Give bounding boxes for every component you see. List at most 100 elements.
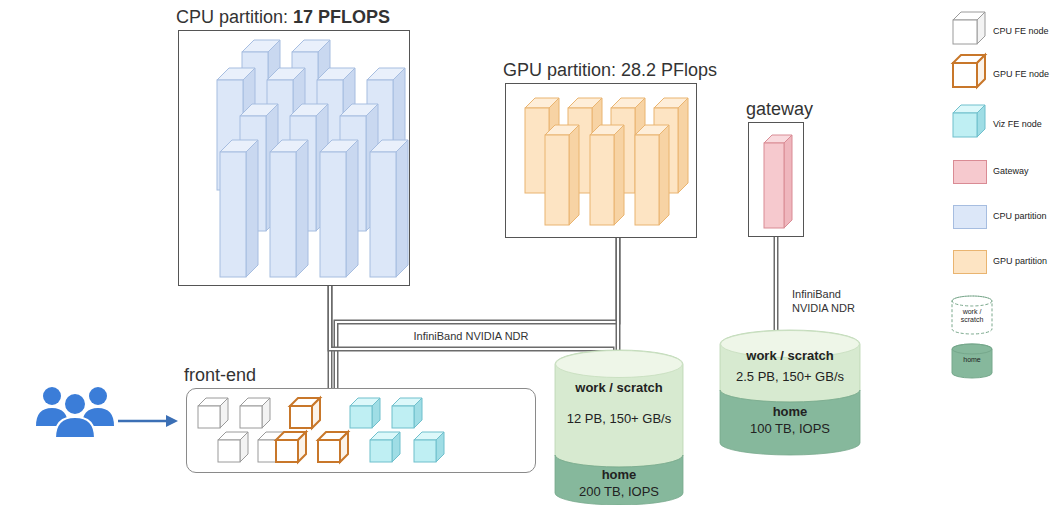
server-rack [220, 140, 258, 277]
cpu-partition: CPU partition:17 PFLOPS [178, 30, 410, 286]
server-rack [350, 398, 380, 428]
partition-title: front-end [184, 365, 256, 386]
legend-text: work / scratch [953, 308, 991, 323]
link-label: InfiniBand NVIDIA NDR [412, 330, 531, 344]
infiniband-link [776, 237, 777, 330]
cylinder-body [555, 455, 683, 505]
partition-title: CPU partition:17 PFLOPS [176, 7, 390, 28]
rack-front [218, 440, 240, 462]
rack-front [392, 406, 414, 428]
link-outer [616, 238, 621, 350]
rack-front [953, 63, 977, 87]
rack-side [977, 105, 985, 137]
rack-side [240, 432, 248, 462]
gateway-box: gateway [748, 122, 804, 237]
server-rack [290, 398, 320, 428]
rack-front [290, 406, 312, 428]
arrow-line [118, 420, 168, 423]
work-storage: work / scratch 12 PB, 150+ GB/s [555, 350, 683, 467]
rack-side [414, 398, 422, 428]
link-inner [330, 286, 612, 350]
title-text: GPU partition: 28.2 PFlops [503, 60, 717, 80]
link-inner [617, 238, 619, 350]
legend-text: GPU partition [993, 256, 1047, 266]
link-outer [330, 286, 612, 350]
server-rack [198, 398, 228, 428]
server-rack [318, 432, 348, 462]
server-rack [218, 432, 248, 462]
title-text: CPU partition: [176, 7, 288, 27]
rack-side [262, 398, 270, 428]
rack-side [340, 432, 348, 462]
server-rack [320, 140, 358, 277]
cylinder-body [952, 296, 992, 334]
title-text: 17 PFLOPS [293, 7, 390, 27]
rack-front [198, 406, 220, 428]
work-storage: work / scratch2.5 PB, 150+ GB/s [720, 330, 860, 402]
legend-cylinder [952, 344, 992, 378]
rack-side [659, 125, 669, 225]
storage-text: work / scratch [575, 380, 662, 395]
arrow-head [166, 415, 178, 427]
rack-front [350, 406, 372, 428]
rack-side [372, 398, 380, 428]
cylinder-body [555, 350, 683, 467]
rack-side [977, 55, 985, 87]
server-rack [392, 398, 422, 428]
cylinder-body [952, 344, 992, 378]
storage-text: 2.5 PB, 150+ GB/s [736, 369, 844, 384]
cylinder-shape [555, 350, 683, 467]
legend-text: GPU FE node [993, 69, 1049, 79]
link-label: InfiniBand NVIDIA NDR [790, 288, 872, 316]
cylinder-top [556, 351, 683, 378]
title-text: front-end [184, 365, 256, 385]
rack-side [298, 432, 306, 462]
storage-text: 12 PB, 150+ GB/s [567, 411, 671, 426]
legend-swatch [953, 160, 987, 184]
rack-front [414, 440, 436, 462]
user-head [64, 393, 86, 415]
rack-front [953, 20, 977, 44]
server-rack [545, 125, 579, 225]
rack-front [953, 113, 977, 137]
legend-text: Gateway [993, 166, 1029, 176]
rack-side [296, 140, 308, 277]
rack-side [436, 432, 444, 462]
user-head [89, 387, 107, 405]
users-icon [36, 387, 114, 438]
rack-front [320, 152, 346, 277]
legend-text: home [953, 356, 991, 364]
server-rack [953, 55, 985, 87]
rack-side [396, 140, 408, 277]
cylinder-body [720, 330, 860, 402]
rack-front [370, 152, 396, 277]
partition-title: gateway [746, 99, 813, 120]
storage-text: home [773, 404, 808, 419]
server-rack [414, 432, 444, 462]
server-rack [953, 105, 985, 137]
server-rack [240, 398, 270, 428]
rack-front [318, 440, 340, 462]
rack-side [220, 398, 228, 428]
rack-front [276, 440, 298, 462]
storage-text: 200 TB, IOPS [579, 484, 659, 499]
rack-front [370, 440, 392, 462]
user-head [43, 387, 61, 405]
rack-front [270, 152, 296, 277]
rack-front [635, 135, 659, 225]
legend-swatch [953, 205, 987, 229]
server-rack [590, 125, 624, 225]
front-end-box: front-end [186, 388, 536, 473]
rack-side [678, 98, 688, 193]
home-storage: home100 TB, IOPS [720, 390, 860, 455]
partition-title: GPU partition: 28.2 PFlops [503, 60, 717, 81]
cylinder-top [952, 296, 992, 306]
legend-text: CPU FE node [993, 26, 1049, 36]
legend-cylinder [952, 296, 992, 334]
title-text: gateway [746, 99, 813, 119]
rack-side [977, 12, 985, 44]
legend-swatch [953, 250, 987, 274]
cylinder-top [952, 344, 992, 354]
cylinder-shape [720, 330, 860, 402]
storage-text: home [602, 467, 637, 482]
